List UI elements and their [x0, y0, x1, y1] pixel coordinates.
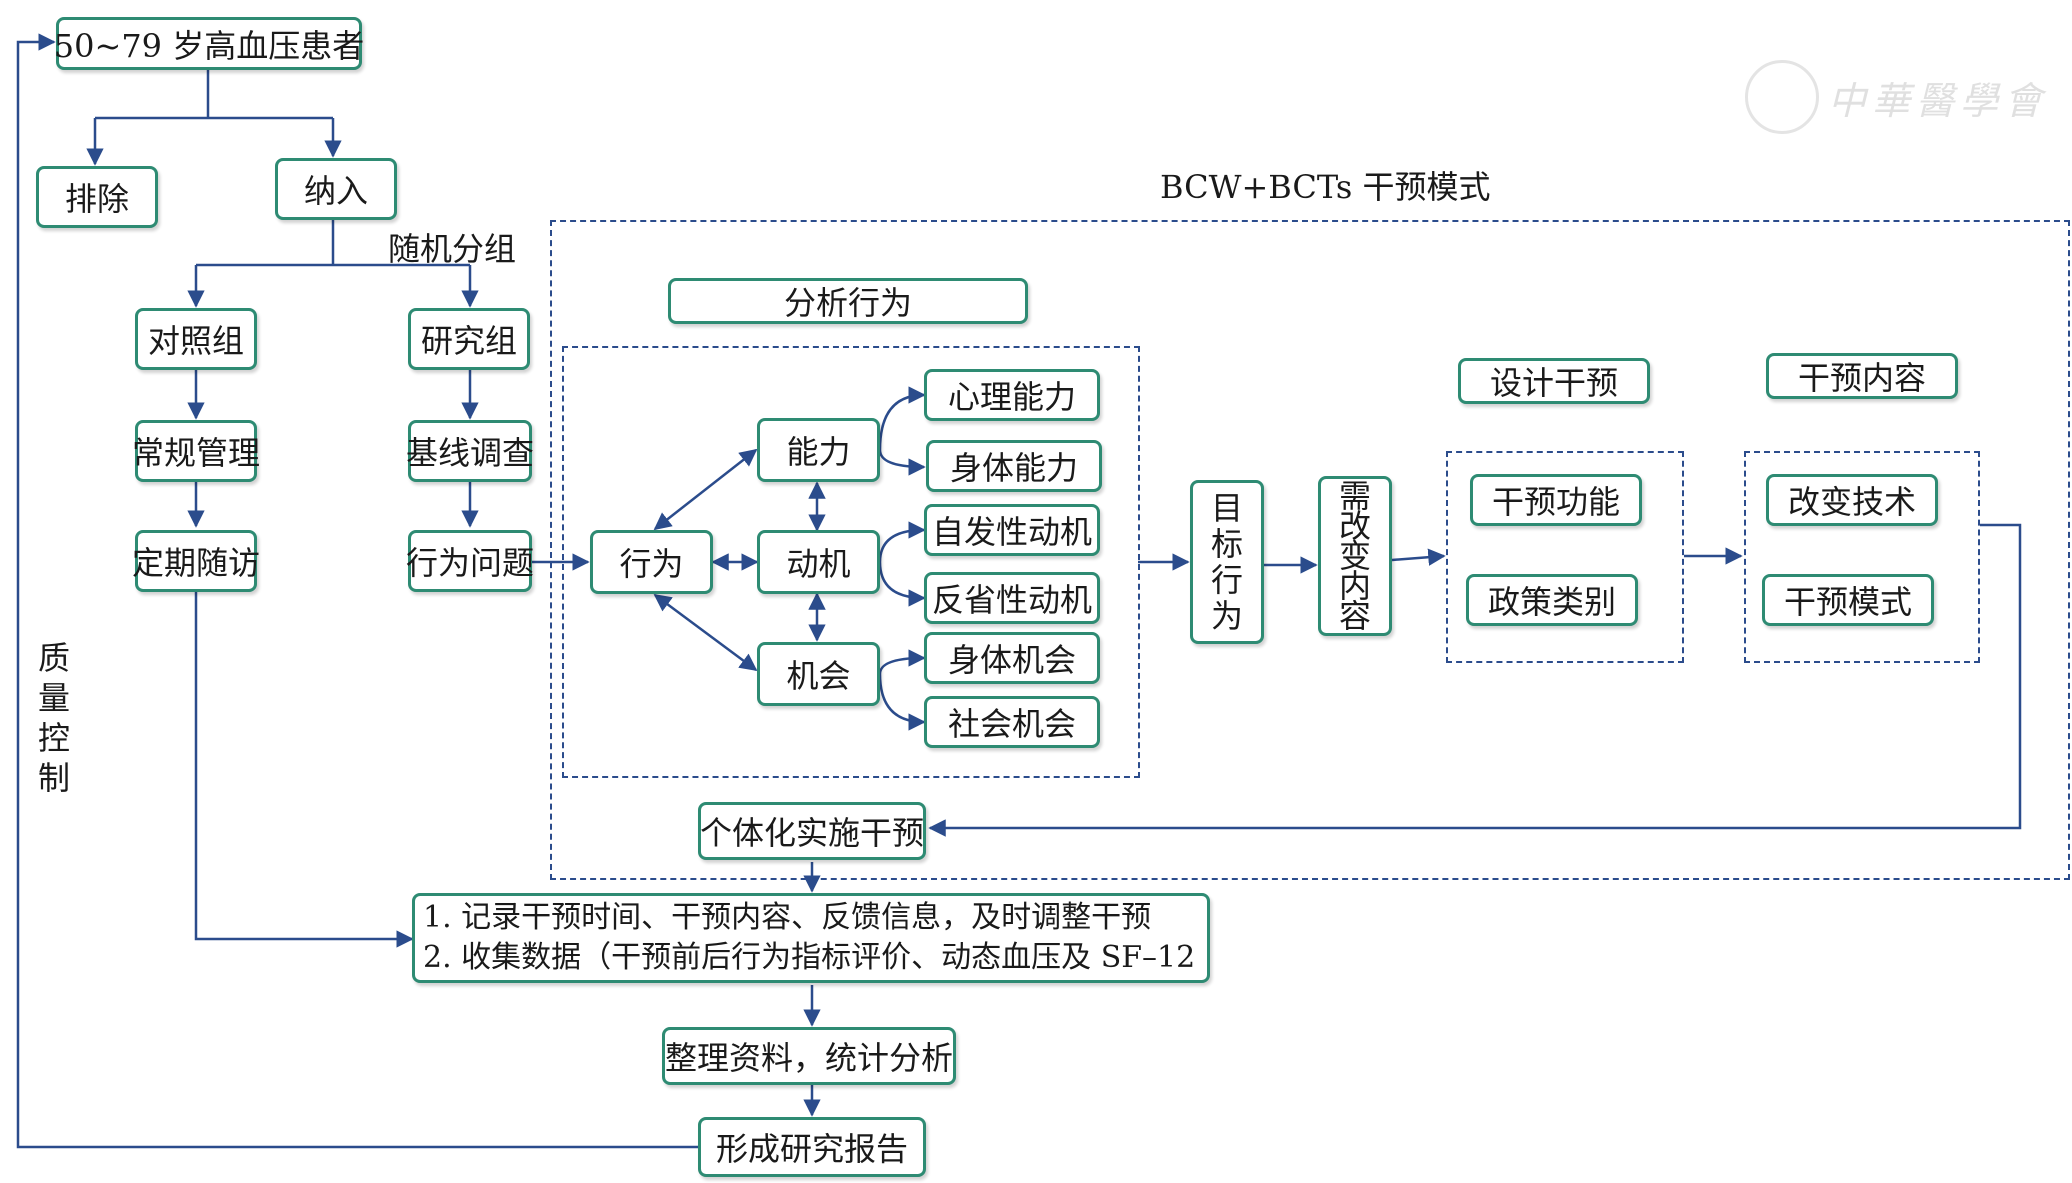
quality-control-label: 质 量 控 制 [38, 639, 71, 797]
intervention-function-box: 干预功能 [1470, 474, 1642, 526]
organize-analyze-box: 整理资料，统计分析 [662, 1027, 956, 1085]
capability-box: 能力 [757, 418, 880, 482]
target-behavior-box: 目标 行为 [1190, 480, 1264, 644]
psych-capability-box: 心理能力 [924, 369, 1100, 421]
intervention-content-container [1744, 451, 1980, 663]
analyze-behavior-box: 分析行为 [668, 278, 1028, 324]
patients-box: 50~79 岁高血压患者 [54, 17, 364, 70]
reflect-motivation-box: 反省性动机 [924, 572, 1100, 624]
behavior-box: 行为 [590, 530, 713, 594]
policy-category-box: 政策类别 [1466, 574, 1638, 626]
change-technique-box: 改变技术 [1766, 474, 1938, 526]
randomize-label: 随机分组 [388, 230, 517, 268]
baseline-survey-box: 基线调查 [406, 420, 534, 482]
bcw-model-container [550, 220, 2070, 880]
model-title: BCW+BCTs 干预模式 [1160, 168, 1491, 206]
design-intervention-box: 设计干预 [1458, 358, 1650, 404]
phys-opportunity-box: 身体机会 [924, 632, 1100, 684]
individual-intervention-box: 个体化实施干预 [698, 802, 926, 860]
include-box: 纳入 [275, 158, 397, 220]
motivation-box: 动机 [757, 530, 880, 594]
intervention-mode-box: 干预模式 [1762, 574, 1934, 626]
control-group-box: 对照组 [135, 308, 257, 370]
routine-management-box: 常规管理 [132, 420, 260, 482]
behavior-problem-box: 行为问题 [406, 530, 534, 592]
phys-capability-box: 身体能力 [926, 440, 1102, 492]
watermark-seal-icon [1745, 60, 1819, 134]
regular-followup-box: 定期随访 [132, 530, 260, 592]
intervention-content-box: 干预内容 [1766, 353, 1958, 399]
opportunity-box: 机会 [757, 642, 880, 706]
social-opportunity-box: 社会机会 [924, 696, 1100, 748]
need-change-box: 需改 变内 容 [1318, 476, 1392, 636]
exclude-box: 排除 [36, 166, 158, 228]
auto-motivation-box: 自发性动机 [924, 504, 1100, 556]
analyze-behavior-container [562, 346, 1140, 778]
form-report-box: 形成研究报告 [698, 1117, 926, 1177]
study-group-box: 研究组 [408, 308, 530, 370]
notes-box: 1. 记录干预时间、干预内容、反馈信息，及时调整干预 2. 收集数据（干预前后行… [412, 893, 1210, 983]
design-intervention-container [1446, 451, 1684, 663]
watermark-text: 中華醫學會 [1828, 79, 2049, 123]
